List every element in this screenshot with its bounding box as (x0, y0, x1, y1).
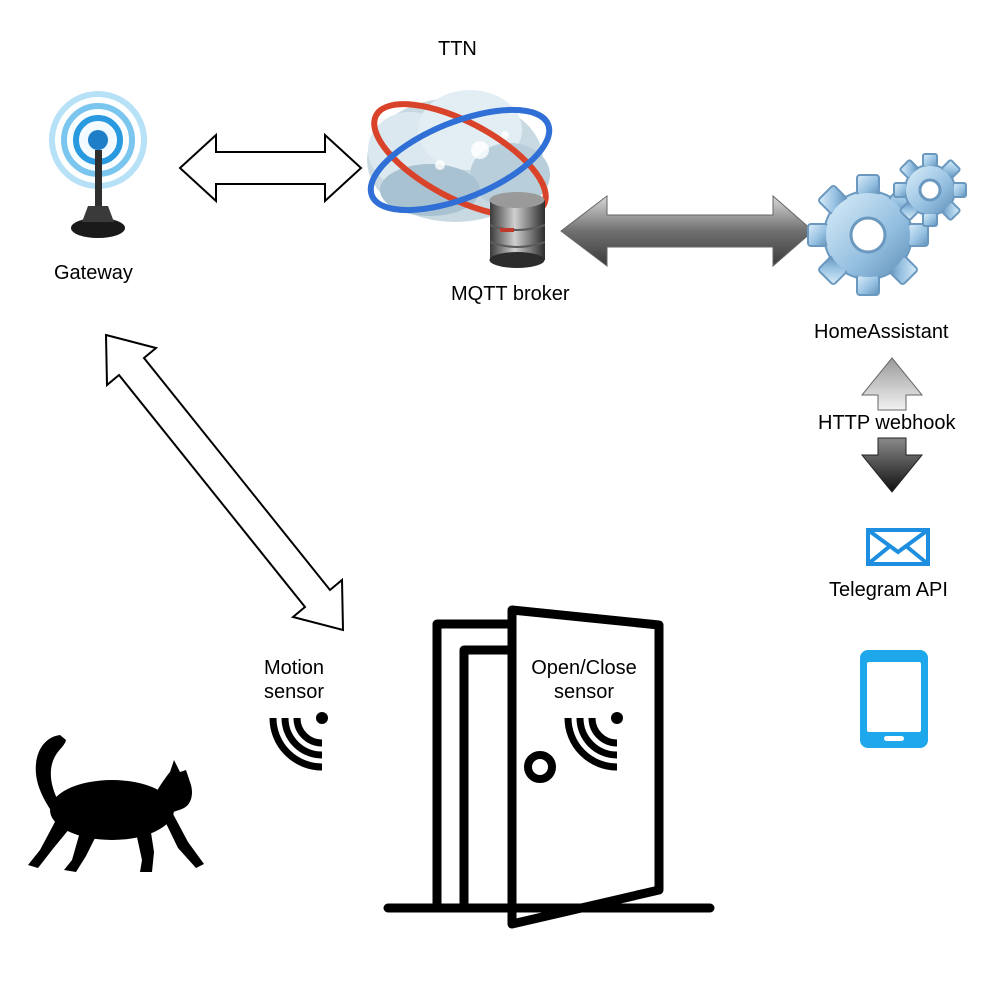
gateway-ttn-arrow (178, 132, 363, 204)
mqtt-homeassistant-arrow (560, 194, 814, 268)
gateway-motion-arrow (104, 333, 345, 632)
home-assistant-label: HomeAssistant (814, 321, 949, 343)
smartphone-icon (860, 650, 928, 748)
cloud-database-icon (367, 90, 553, 268)
gears-icon (807, 153, 967, 296)
signal-waves-icon (269, 712, 328, 771)
webhook-down-arrow (860, 437, 924, 493)
cat-silhouette (28, 735, 204, 872)
wifi-antenna-icon (48, 90, 148, 238)
webhook-up-arrow (860, 357, 924, 411)
http-webhook-label: HTTP webhook (818, 412, 956, 434)
motion-sensor-label: Motion sensor (263, 657, 325, 703)
open-close-sensor-label: Open/Close sensor (531, 657, 637, 703)
signal-waves-icon (564, 712, 623, 771)
mqtt-broker-label: MQTT broker (451, 283, 570, 305)
ttn-label: TTN (438, 38, 477, 60)
telegram-api-label: Telegram API (829, 579, 948, 601)
open-door-icon (383, 605, 715, 929)
gateway-label: Gateway (54, 262, 133, 284)
envelope-icon (866, 528, 930, 566)
